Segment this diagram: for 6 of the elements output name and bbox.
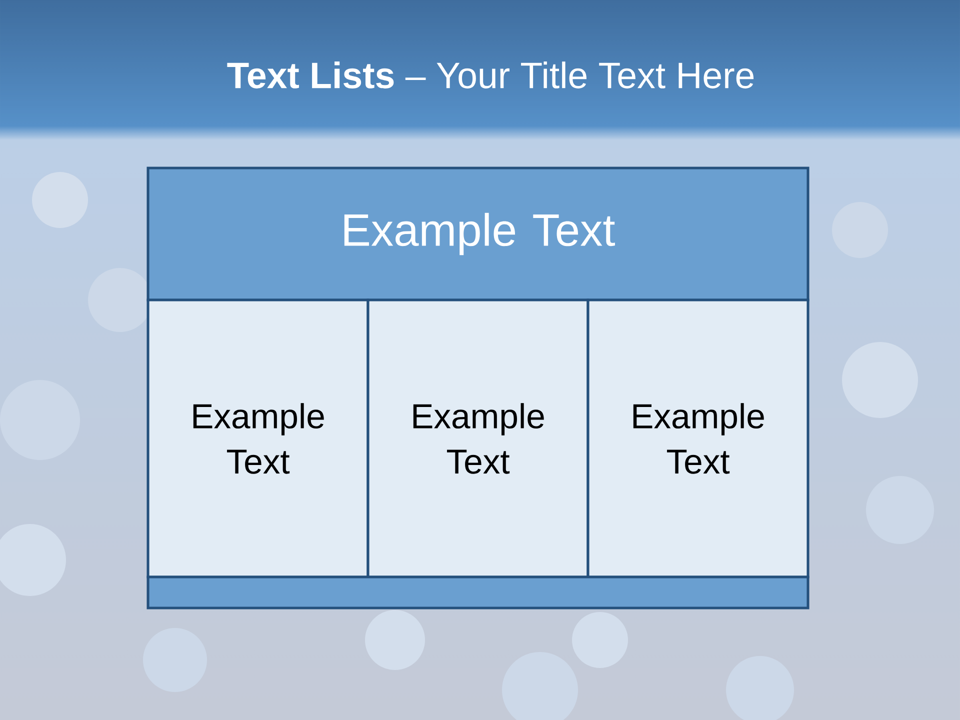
table-cell: Example Text — [146, 298, 370, 578]
table-header: Example Text — [146, 166, 810, 302]
table-cell: Example Text — [366, 298, 590, 578]
footer-bar — [146, 576, 810, 610]
table-cell: Example Text — [586, 298, 810, 578]
slide-title: Text Lists – Your Title Text Here — [227, 62, 754, 88]
